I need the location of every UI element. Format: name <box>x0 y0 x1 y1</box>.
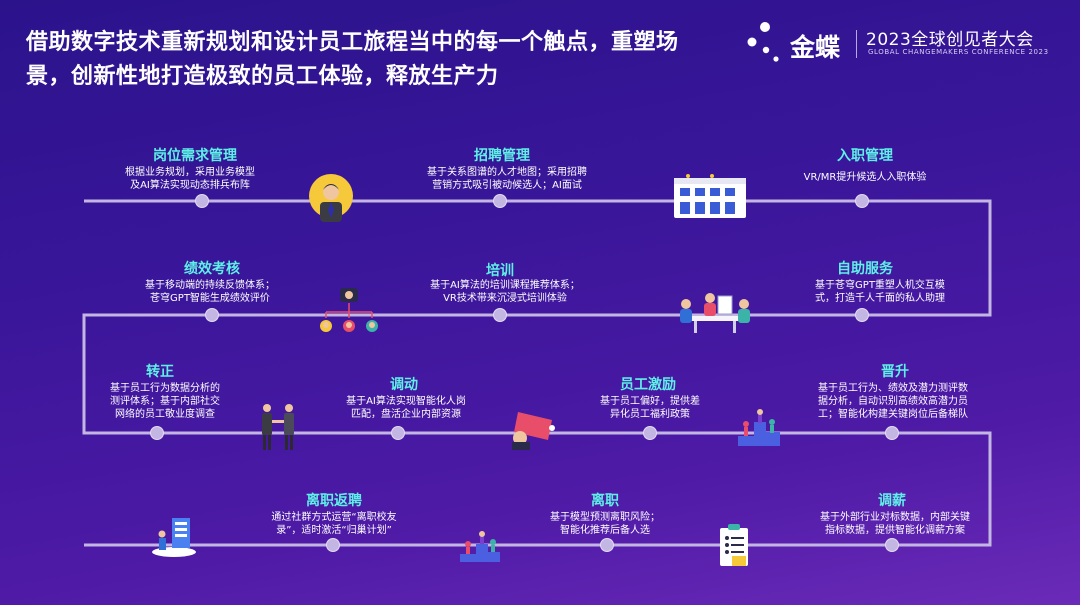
stage-title-promotion: 晋升 <box>881 364 909 380</box>
stage-title-training: 培训 <box>486 263 514 279</box>
stage-desc-onboarding: VR/MR提升候选人入职体验 <box>803 172 927 183</box>
logo-divider <box>856 30 857 58</box>
stage-title-transfer: 调动 <box>390 377 418 393</box>
stage-desc-incentive: 基于员工偏好，提供差异化员工福利政策 <box>600 396 700 420</box>
kingdee-logo-icon <box>747 22 779 62</box>
headline-line-1: 借助数字技术重新规划和设计员工旅程当中的每一个触点，重塑场 <box>26 30 679 55</box>
node-incentive <box>643 426 657 440</box>
node-position-demand <box>195 194 209 208</box>
stage-title-performance: 绩效考核 <box>184 261 240 277</box>
node-resignation <box>600 538 614 552</box>
node-rehire <box>326 538 340 552</box>
stage-desc-self-service: 基于苍穹GPT重塑人机交互模式，打造千人千面的私人助理 <box>815 280 945 304</box>
stage-title-salary-adjust: 调薪 <box>878 493 906 509</box>
node-salary-adjust <box>885 538 899 552</box>
conference-title: 2023全球创见者大会 <box>866 30 1034 50</box>
stage-desc-training: 基于AI算法的培训课程推荐体系；VR技术带来沉浸式培训体验 <box>430 280 580 304</box>
stage-title-self-service: 自助服务 <box>837 261 893 277</box>
team-meeting-icon <box>680 293 750 333</box>
stage-title-position-demand: 岗位需求管理 <box>153 148 237 164</box>
transfer-gift-icon <box>512 412 555 450</box>
node-regularization <box>150 426 164 440</box>
stairs-team-icon <box>460 531 500 562</box>
salary-document-icon <box>720 524 748 566</box>
node-onboarding <box>855 194 869 208</box>
stage-desc-resignation: 基于模型预测离职风险；智能化推荐后备人选 <box>550 512 660 536</box>
conference-subtitle: GLOBAL CHANGEMAKERS CONFERENCE 2023 <box>868 48 1049 56</box>
stage-desc-transfer: 基于AI算法实现智能化人岗匹配，盘活企业内部资源 <box>346 396 466 420</box>
stage-desc-regularization: 基于员工行为数据分析的测评体系；基于内部社交网络的员工敬业度调查 <box>110 383 220 420</box>
stage-desc-rehire: 通过社群方式运营“离职校友录”，适时激活“归巢计划” <box>271 512 397 536</box>
climbing-team-icon <box>738 409 780 446</box>
stage-desc-salary-adjust: 基于外部行业对标数据，内部关键指标数据，提供智能化调薪方案 <box>820 512 970 536</box>
hierarchy-team-icon <box>320 288 378 332</box>
stage-desc-promotion: 基于员工行为、绩效及潜力测评数据分析，自动识别高绩效高潜力员工；智能化构建关键岗… <box>818 383 968 420</box>
headline: 借助数字技术重新规划和设计员工旅程当中的每一个触点，重塑场 景，创新性地打造极致… <box>26 26 726 94</box>
office-building-icon <box>674 174 746 218</box>
stage-desc-position-demand: 根据业务规划，采用业务模型及AI算法实现动态排兵布阵 <box>125 167 255 191</box>
node-promotion <box>885 426 899 440</box>
stage-title-onboarding: 入职管理 <box>837 148 893 164</box>
brand-name: 金蝶 <box>790 33 841 62</box>
stage-title-recruitment: 招聘管理 <box>474 148 530 164</box>
node-transfer <box>391 426 405 440</box>
node-performance <box>205 308 219 322</box>
rehire-analytics-icon <box>152 518 196 557</box>
manager-icon <box>309 174 353 222</box>
stage-desc-recruitment: 基于关系图谱的人才地图；采用招聘营销方式吸引被动候选人；AI面试 <box>427 167 587 191</box>
stage-desc-performance: 基于移动端的持续反馈体系；苍穹GPT智能生成绩效评价 <box>145 280 275 304</box>
headline-line-2: 景，创新性地打造极致的员工体验，释放生产力 <box>26 64 499 89</box>
node-self-service <box>855 308 869 322</box>
stage-title-rehire: 离职返聘 <box>306 493 362 509</box>
handshake-icon <box>262 404 294 450</box>
stage-title-regularization: 转正 <box>146 364 174 380</box>
stage-title-resignation: 离职 <box>591 493 619 509</box>
node-recruitment <box>493 194 507 208</box>
node-training <box>493 308 507 322</box>
stage-title-incentive: 员工激励 <box>620 377 676 393</box>
